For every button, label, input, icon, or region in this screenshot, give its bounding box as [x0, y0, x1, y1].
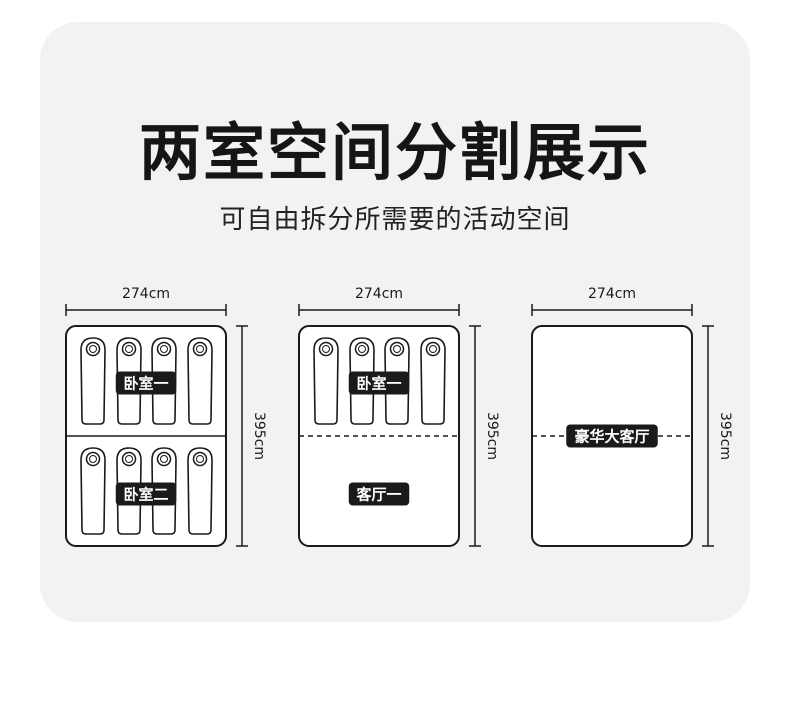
- room-label-box: [566, 424, 658, 448]
- sleeping-bag-icon: [420, 337, 446, 425]
- room-label-text: 卧室一: [356, 375, 401, 393]
- layout-panel-3: 274cm 395cm 豪华大客厅: [531, 286, 733, 547]
- sleeping-bag-pillow: [125, 455, 133, 463]
- sleeping-bag-pillow: [429, 345, 437, 353]
- sleeping-bag-head: [318, 341, 334, 357]
- room-label-text: 卧室一: [123, 375, 168, 393]
- room-label-text: 豪华大客厅: [574, 428, 649, 446]
- sleeping-bag-body: [80, 447, 106, 535]
- sleeping-bag-head: [389, 341, 405, 357]
- sleeping-bag-head: [425, 341, 441, 357]
- height-label: 395cm: [251, 412, 267, 460]
- page-subtitle: 可自由拆分所需要的活动空间: [219, 205, 571, 235]
- sleeping-bag-icon: [187, 337, 213, 425]
- room-label-text: 卧室二: [123, 486, 168, 504]
- sleeping-bag-pillow: [89, 455, 97, 463]
- width-label: 274cm: [122, 286, 170, 302]
- room-label-box: [348, 482, 410, 506]
- sleeping-bag-head: [192, 341, 208, 357]
- sleeping-bag-pillow: [125, 345, 133, 353]
- sleeping-bag-head: [121, 341, 137, 357]
- height-label: 395cm: [717, 412, 733, 460]
- sleeping-bag-head: [192, 451, 208, 467]
- width-label: 274cm: [355, 286, 403, 302]
- sleeping-bag-body: [187, 337, 213, 425]
- sleeping-bag-icon: [80, 447, 106, 535]
- room-label-center: 豪华大客厅: [566, 424, 658, 448]
- sleeping-bag-pillow: [89, 345, 97, 353]
- room-label-text: 客厅一: [355, 486, 401, 504]
- sleeping-bag-pillow: [196, 345, 204, 353]
- sleeping-bag-head: [354, 341, 370, 357]
- sleeping-bag-head: [121, 451, 137, 467]
- sleeping-bag-head: [156, 341, 172, 357]
- sleeping-bag-body: [313, 337, 339, 425]
- sleeping-bag-pillow: [358, 345, 366, 353]
- sleeping-bag-pillow: [322, 345, 330, 353]
- page-title: 两室空间分割展示: [138, 116, 651, 189]
- room-label-lower: 客厅一: [348, 482, 410, 506]
- room-label-upper: 卧室一: [348, 371, 410, 395]
- sleeping-bag-head: [156, 451, 172, 467]
- sleeping-bag-pillow: [393, 345, 401, 353]
- room-label-box: [348, 371, 410, 395]
- sleeping-bag-icon: [313, 337, 339, 425]
- room-label-box: [115, 482, 177, 506]
- height-label: 395cm: [484, 412, 500, 460]
- width-label: 274cm: [588, 286, 636, 302]
- sleeping-bag-pillow: [160, 455, 168, 463]
- sleeping-bag-head: [85, 451, 101, 467]
- sleeping-bag-body: [80, 337, 106, 425]
- sleeping-bag-icon: [187, 447, 213, 535]
- sleeping-bag-icon: [80, 337, 106, 425]
- sleeping-bag-pillow: [196, 455, 204, 463]
- room-label-lower: 卧室二: [115, 482, 177, 506]
- sleeping-bag-head: [85, 341, 101, 357]
- sleeping-bag-body: [187, 447, 213, 535]
- room-label-box: [115, 371, 177, 395]
- sleeping-bag-body: [420, 337, 446, 425]
- sleeping-bag-pillow: [160, 345, 168, 353]
- room-label-upper: 卧室一: [115, 371, 177, 395]
